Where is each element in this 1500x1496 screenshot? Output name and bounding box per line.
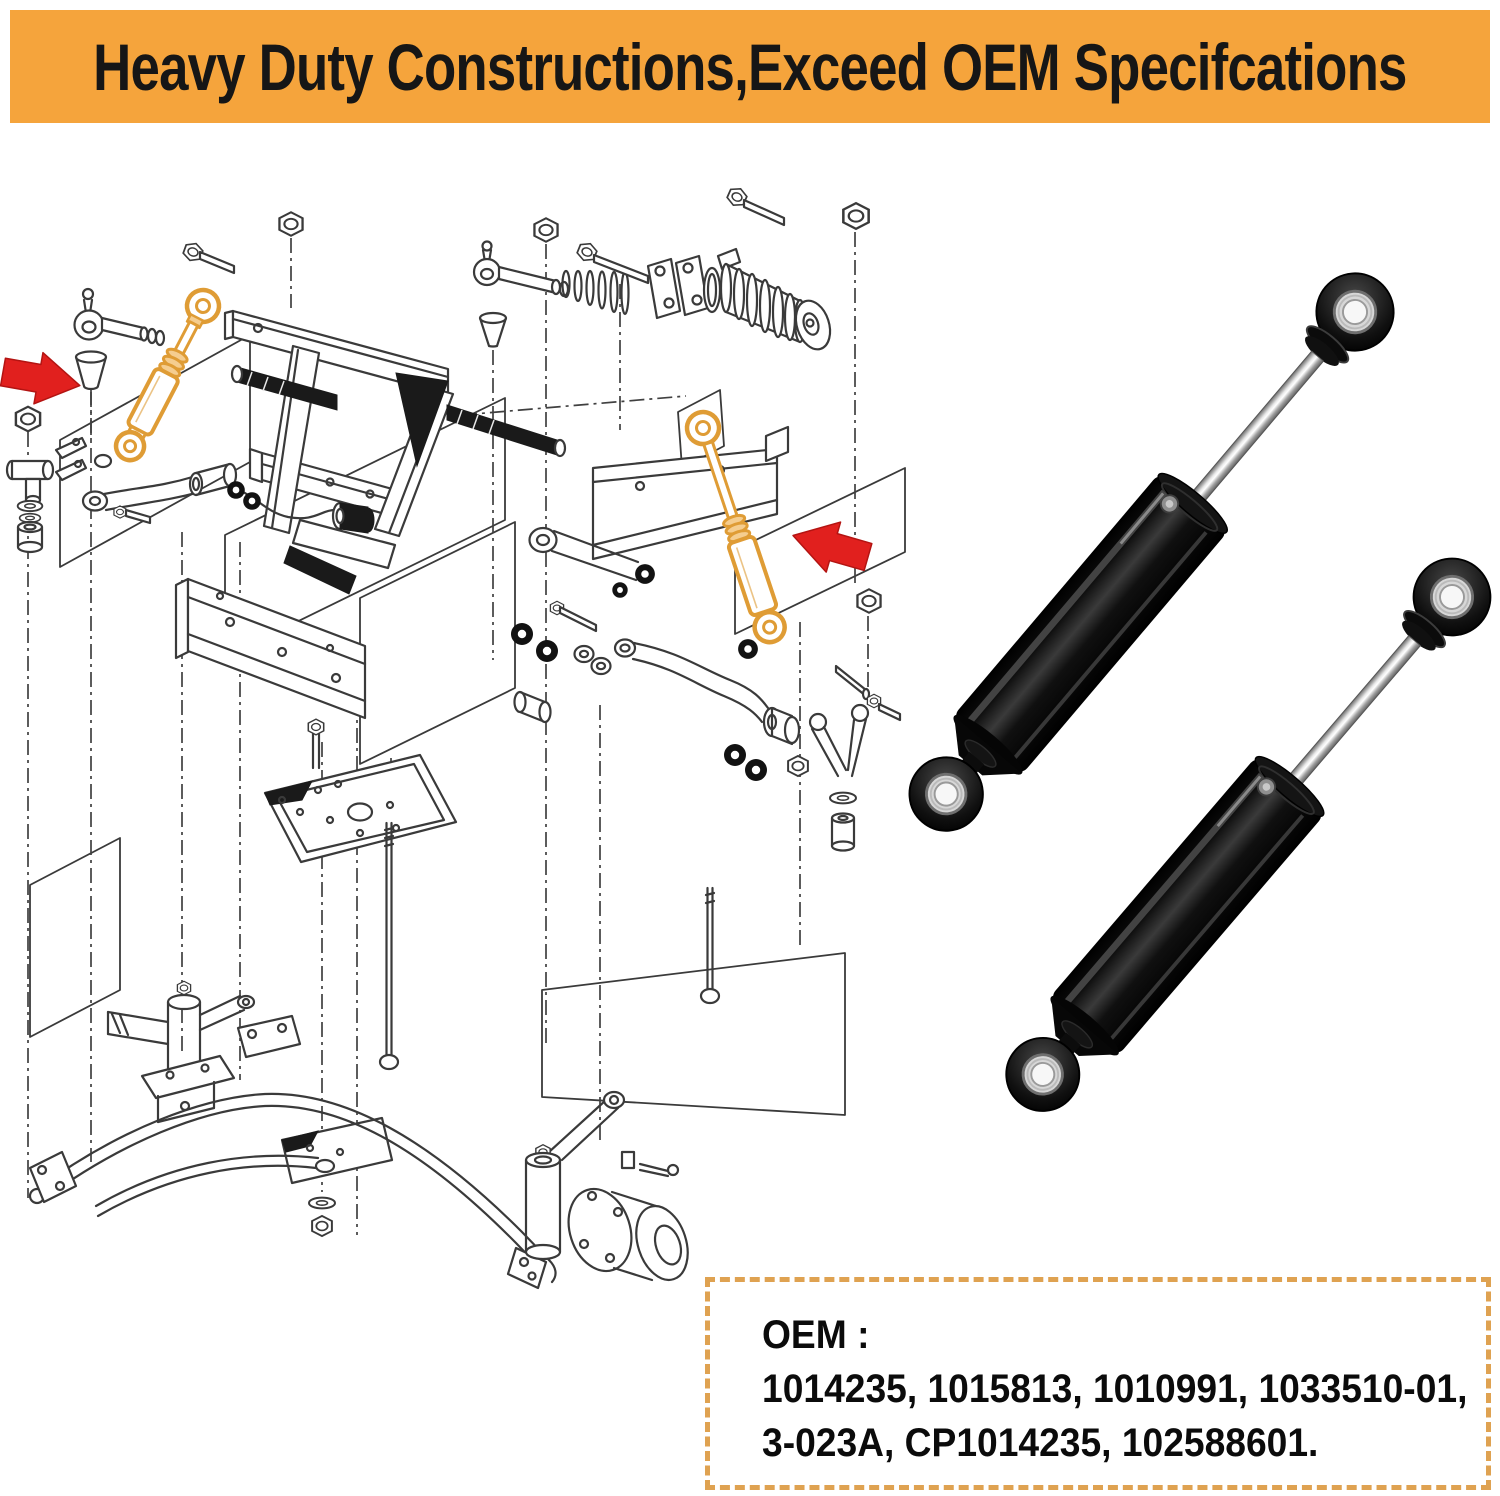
tie-rod-end-left: [73, 287, 166, 440]
hardware-left-column: [5, 405, 88, 554]
front-beam: [174, 545, 367, 720]
oem-box: OEM : 1014235, 1015813, 1010991, 1033510…: [705, 1277, 1491, 1490]
axle-tube: [230, 364, 567, 458]
product-shock-left: [889, 254, 1414, 851]
product-photo: [889, 254, 1500, 1131]
mounting-plate: [263, 753, 458, 1238]
hanging-bolts: [307, 718, 721, 1071]
banner: Heavy Duty Constructions,Exceed OEM Spec…: [10, 10, 1490, 123]
oem-line-1: 1014235, 1015813, 1010991, 1033510-01,: [762, 1367, 1468, 1411]
oem-line-2: 3-023A, CP1014235, 102588601.: [762, 1421, 1319, 1465]
spindle-right: [524, 1090, 689, 1282]
banner-title: Heavy Duty Constructions,Exceed OEM Spec…: [93, 29, 1407, 104]
highlighted-shock-left: [113, 287, 222, 463]
red-arrow-left: [0, 351, 81, 405]
parts-row-right: [511, 526, 902, 852]
highlighted-shock-right: [684, 409, 787, 645]
red-arrow-right: [792, 521, 873, 573]
scene: [0, 184, 1500, 1290]
leaf-spring: [28, 1014, 557, 1290]
steering-rack: [472, 240, 832, 351]
exploded-diagram: [0, 184, 906, 1290]
spindle-left: [106, 980, 256, 1124]
control-arm-left: [81, 453, 375, 534]
hardware-top: [180, 184, 870, 285]
oem-label: OEM :: [762, 1313, 870, 1357]
right-bracket: [591, 425, 790, 561]
